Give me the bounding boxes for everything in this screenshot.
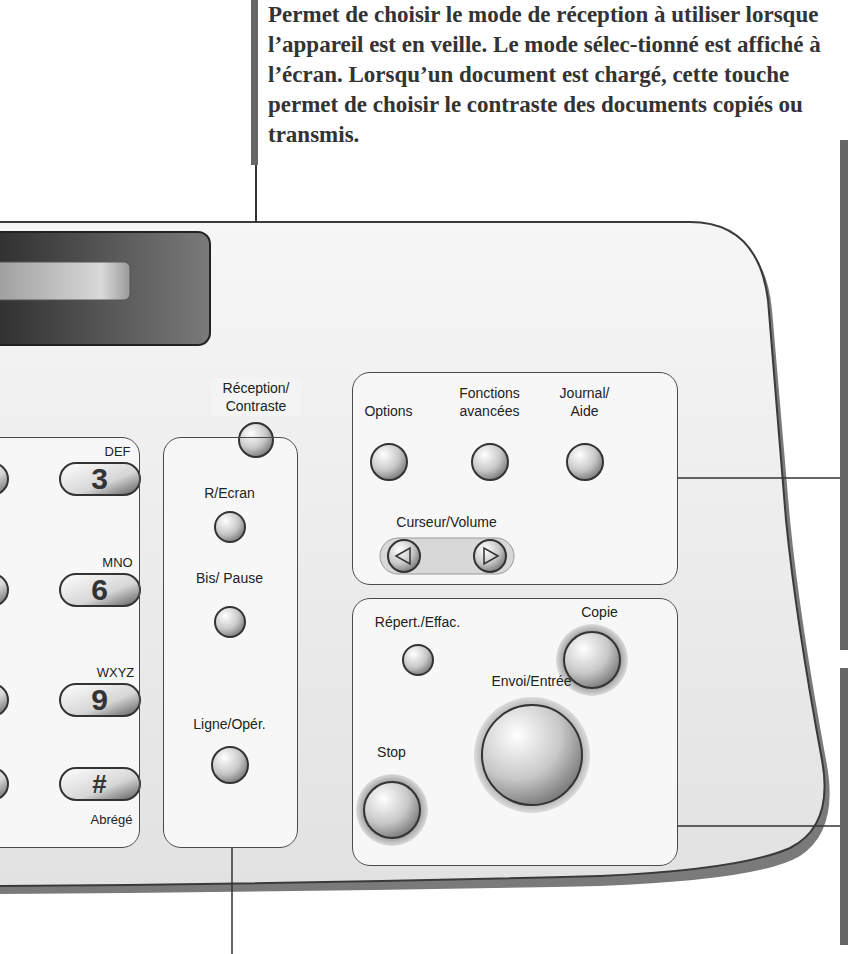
key-letters: DEF [96, 444, 140, 459]
keypad-group: DEF 3MNO 6WXYZ 9 # Abrégé [0, 437, 140, 848]
key-label: Abrégé [84, 812, 140, 827]
options-group: Options Fonctions avancées Journal/ AideCu… [352, 372, 678, 585]
key-letters: WXYZ [92, 665, 140, 680]
button-label: R/Ecran [182, 484, 278, 502]
key-symbol: # [80, 769, 120, 799]
button-label: Fonctions avancées [447, 384, 533, 420]
key-digit: 3 [80, 461, 120, 496]
button-label: Journal/ Aide [550, 384, 620, 420]
button-label: Curseur/Volume [382, 513, 512, 531]
send-group: Répert./Effac. CopieEnvoi/EntréeStop [352, 598, 678, 866]
key-digit: 9 [80, 682, 120, 717]
button-label: Stop [362, 743, 422, 761]
button-label: Copie [565, 603, 635, 621]
key-digit: 6 [80, 572, 120, 607]
button-label: Options [349, 402, 429, 420]
line-group: R/EcranBis/ PauseLigne/Opér. [163, 437, 298, 848]
button-label: Réception/ Contraste [211, 378, 301, 416]
callout-text: Permet de choisir le mode de réception à… [268, 0, 834, 150]
button-label: Bis/ Pause [195, 569, 265, 587]
button-label: Répert./Effac. [360, 613, 476, 631]
button-label: Ligne/Opér. [175, 715, 285, 733]
button-label: Envoi/Entrée [472, 672, 592, 690]
key-letters: MNO [96, 555, 140, 570]
